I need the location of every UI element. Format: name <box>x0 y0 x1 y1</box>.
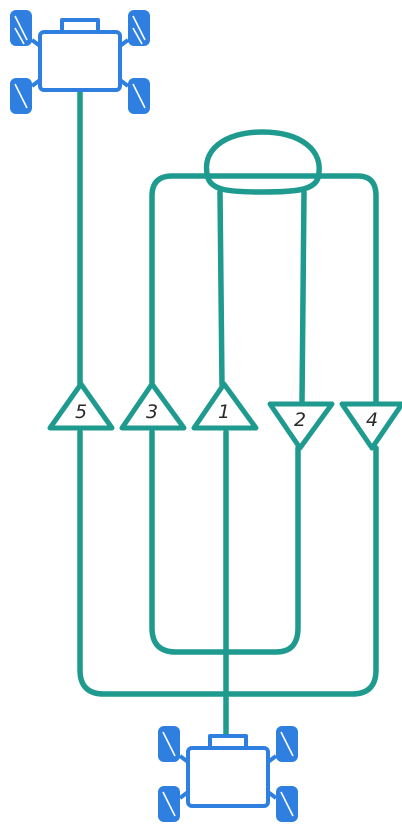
node-2: 2 <box>270 404 332 448</box>
track-loop-to-2 <box>302 192 304 402</box>
robot-car-icon <box>158 726 298 822</box>
robot-bottom <box>158 726 298 822</box>
track-arch-3-4 <box>152 176 376 402</box>
node-1: 1 <box>194 384 256 428</box>
node-5: 5 <box>50 384 112 428</box>
node-2-label: 2 <box>294 409 306 431</box>
node-4: 4 <box>342 404 402 448</box>
track-loop-to-1 <box>220 192 222 385</box>
robot-sensor <box>210 736 246 748</box>
node-3-label: 3 <box>146 401 158 423</box>
robot-body <box>40 32 120 90</box>
node-4-label: 4 <box>366 409 378 431</box>
node-3: 3 <box>122 384 184 428</box>
robot-body <box>188 748 268 806</box>
node-5-label: 5 <box>75 401 87 423</box>
node-1-label: 1 <box>218 401 230 423</box>
robot-sensor <box>62 20 98 32</box>
track-top-loop <box>207 132 320 192</box>
